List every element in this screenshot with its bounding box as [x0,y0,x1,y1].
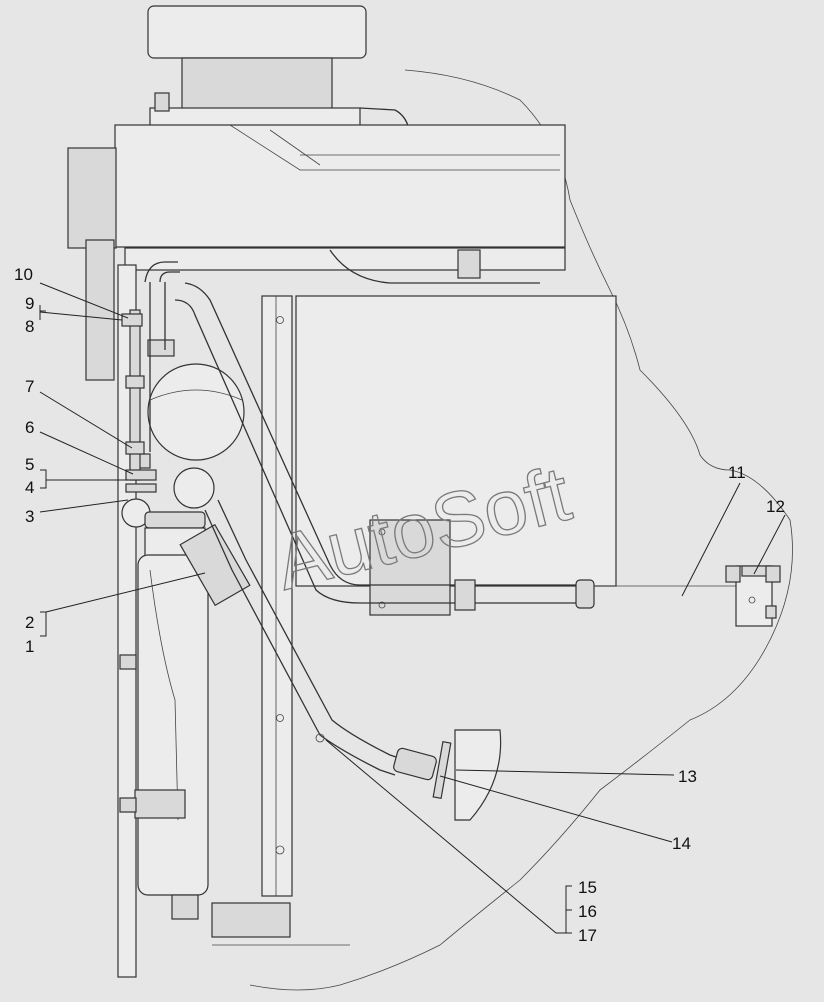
callout-3: 3 [25,507,34,526]
callout-1: 1 [25,637,34,656]
callout-15: 15 [578,878,597,897]
engine-block [67,124,566,381]
breather-pipe [144,261,738,611]
callout-2: 2 [25,613,34,632]
callout-13: 13 [678,767,697,786]
callout-4: 4 [25,478,34,497]
callout-17: 17 [578,926,597,945]
leader-lines [39,282,786,934]
mount-bracket [121,309,157,493]
callout-6: 6 [25,418,34,437]
oil-filter-cluster [121,339,245,559]
callout-12: 12 [766,497,785,516]
callout-labels: 1 2 3 4 5 6 7 8 9 10 11 12 13 14 15 16 1… [14,265,785,945]
callout-9: 9 [25,294,34,313]
callout-14: 14 [672,834,691,853]
clamp-bracket [725,565,781,627]
callout-8: 8 [25,317,34,336]
canister [119,554,209,920]
callout-10: 10 [14,265,33,284]
callout-16: 16 [578,902,597,921]
cutaway-boundary [249,69,793,991]
callout-11: 11 [728,463,746,482]
callout-5: 5 [25,455,34,474]
callout-7: 7 [25,377,34,396]
